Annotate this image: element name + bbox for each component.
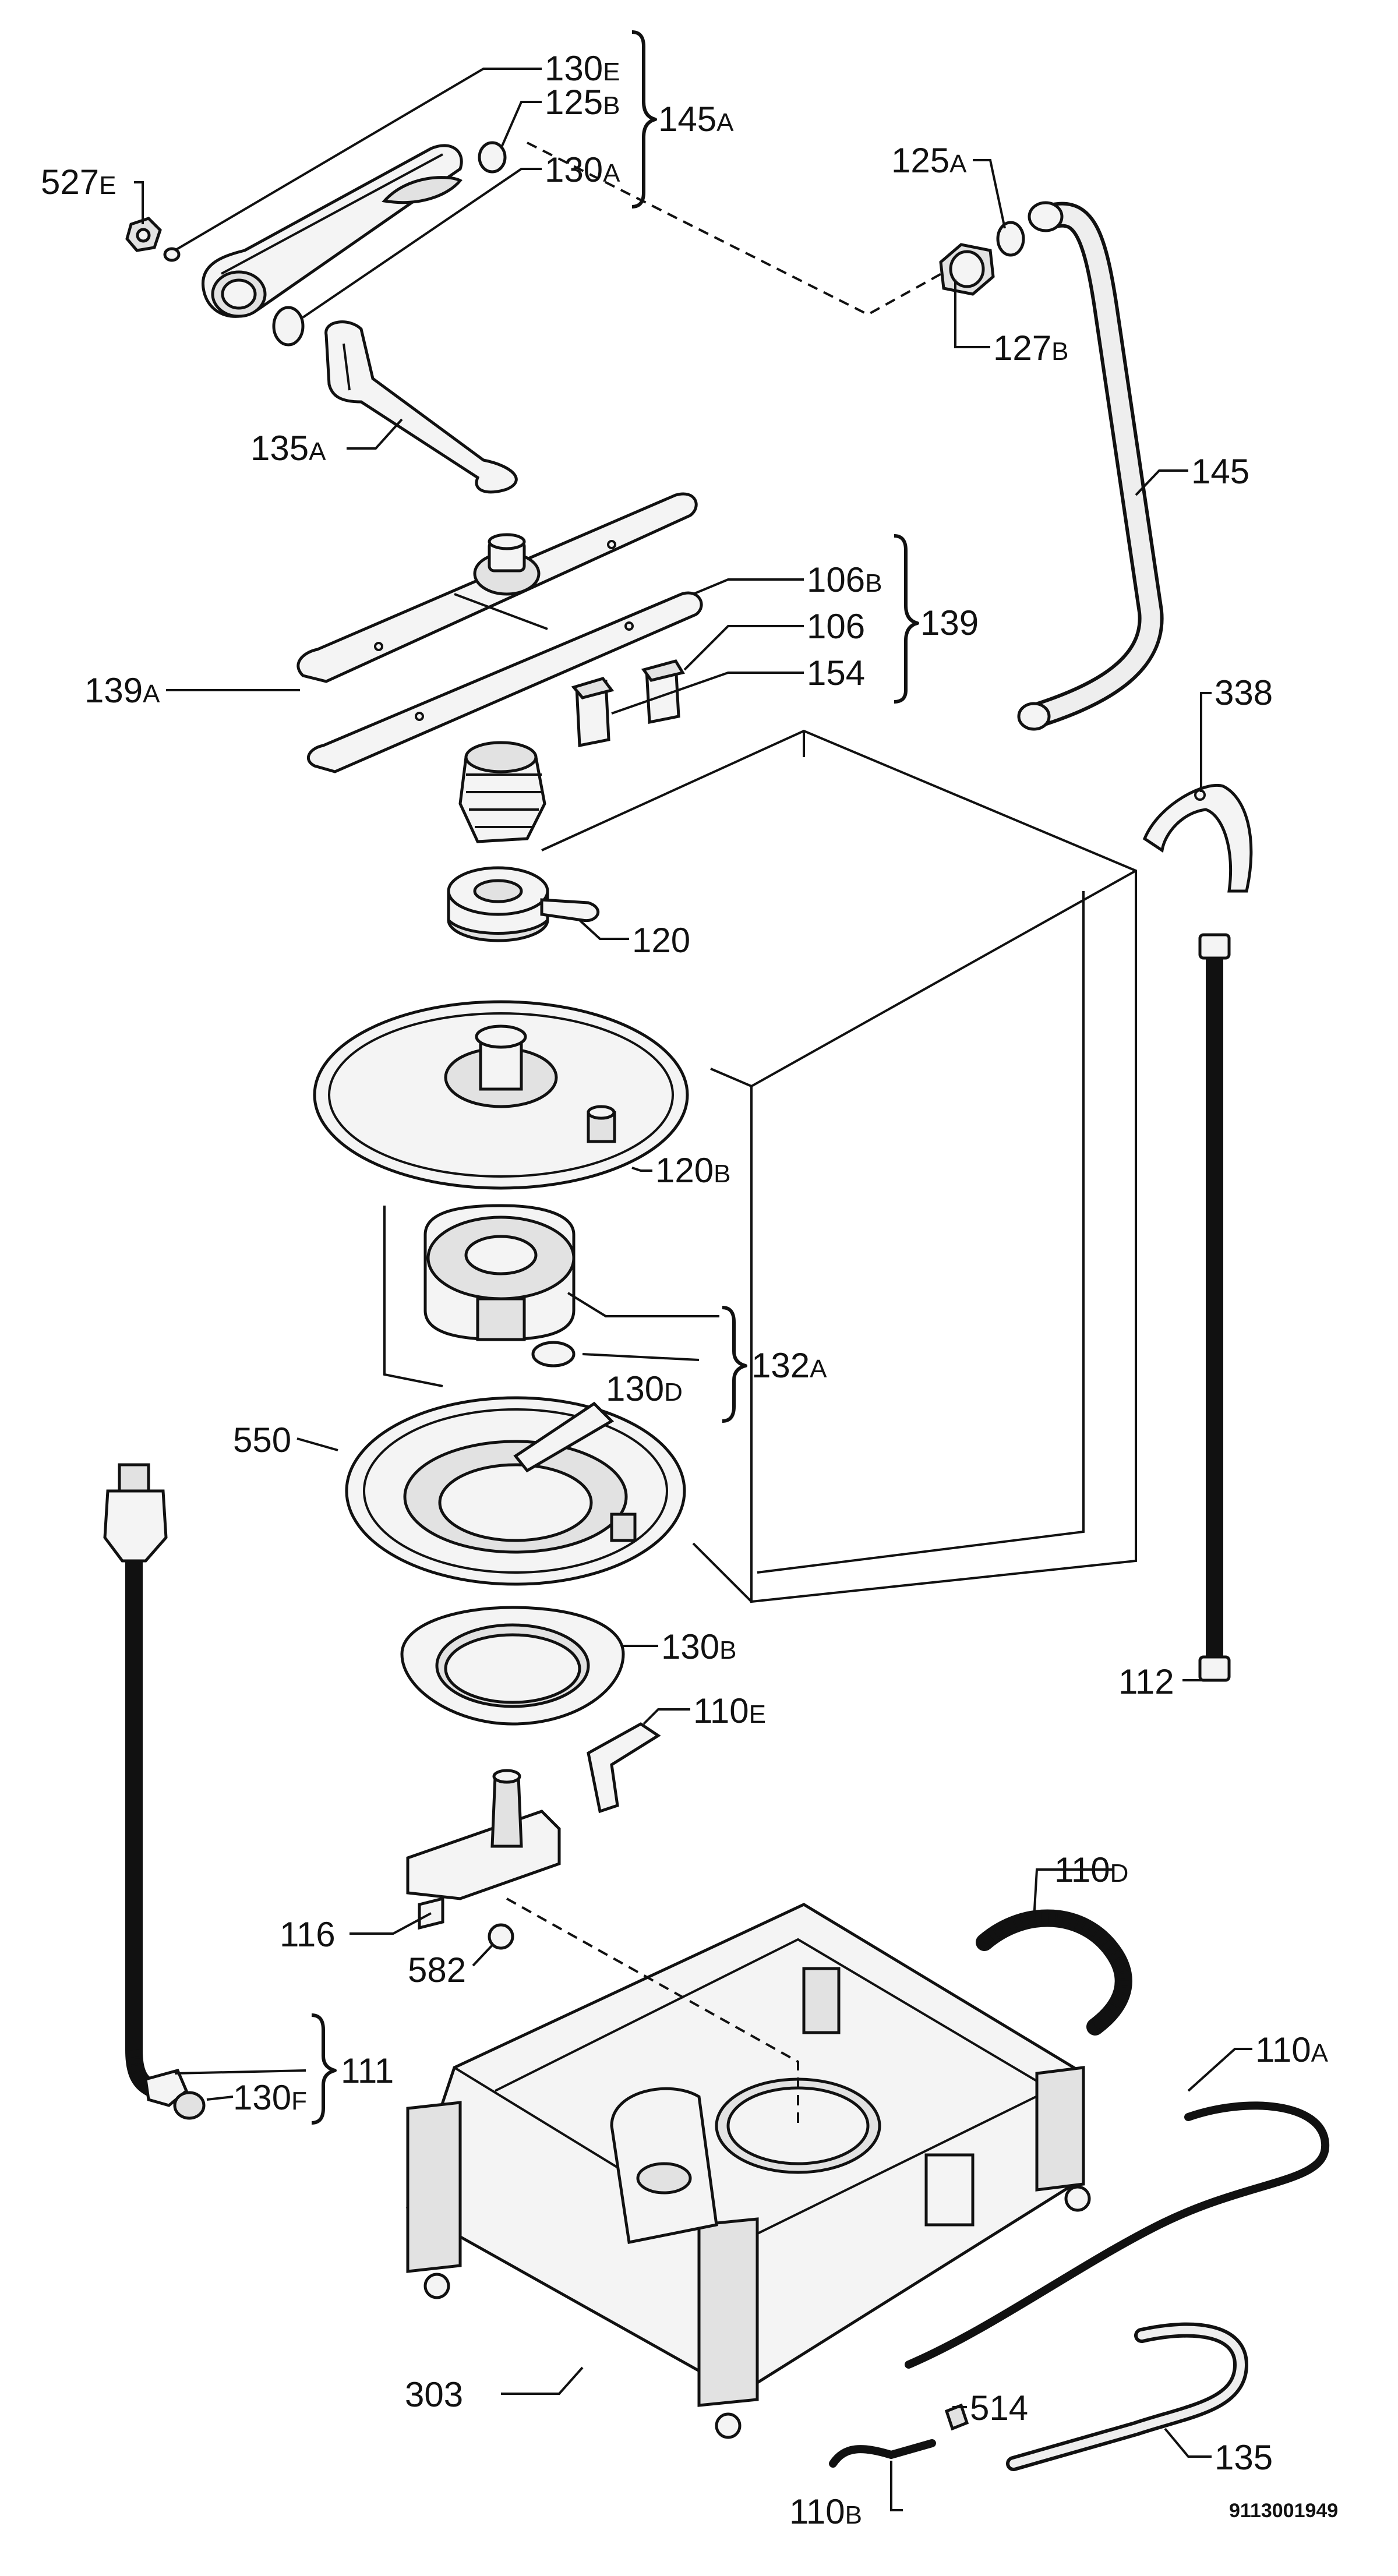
nut-527E (125, 217, 162, 252)
seal-125A (996, 221, 1025, 257)
sump-bowl (345, 1396, 686, 1586)
dashed-connector-lower (506, 1897, 799, 2126)
o-ring-130D (531, 1341, 576, 1367)
bracket-110E (587, 1722, 661, 1814)
lower-spray-arm (296, 492, 703, 773)
drain-hose-110D (976, 1909, 1132, 2036)
label-338: 338 (1215, 673, 1273, 712)
clip-106 (641, 659, 685, 725)
label-111: 111 (341, 2051, 394, 2090)
label-106B: 106B (807, 560, 882, 599)
label-110B: 110B (789, 2492, 862, 2531)
tube-110A (905, 2101, 1330, 2369)
label-116: 116 (280, 1915, 336, 1954)
o-ring-130A (272, 306, 305, 347)
label-145A: 145A (658, 100, 734, 139)
leader-lines (134, 68, 1252, 2511)
label-110E: 110E (693, 1691, 766, 1730)
nut-130F (173, 2091, 206, 2120)
label-120: 120 (632, 921, 690, 960)
label-110A: 110A (1255, 2030, 1329, 2069)
inlet-hose (1198, 933, 1231, 1682)
water-supply-pipe (103, 1463, 189, 2107)
label-550: 550 (233, 1420, 291, 1460)
label-125B: 125B (545, 83, 620, 122)
riser-pipe (1017, 201, 1164, 731)
label-130E: 130E (545, 49, 620, 88)
label-139A: 139A (84, 671, 160, 710)
label-130B: 130B (661, 1627, 736, 1666)
label-106: 106 (807, 607, 865, 646)
hose-135 (1006, 2322, 1249, 2471)
label-139: 139 (920, 603, 979, 642)
label-110D: 110D (1054, 1850, 1128, 1889)
label-145: 145 (1191, 452, 1249, 491)
micro-filter (423, 1204, 576, 1341)
sump-seal (400, 1606, 625, 1726)
spray-arm-hub (458, 741, 546, 843)
connector-127B (939, 243, 995, 296)
base-frame (405, 1903, 1091, 2439)
upper-spray-arm (202, 144, 463, 318)
label-130D: 130D (606, 1369, 683, 1408)
label-130A: 130A (545, 150, 620, 189)
drawing-code: 9113001949 (1229, 2500, 1338, 2522)
hose-clamp (1142, 784, 1253, 893)
valve-514 (944, 2403, 969, 2431)
locking-nut (447, 866, 600, 942)
label-120B: 120B (655, 1151, 730, 1190)
brace-111 (311, 2013, 337, 2125)
label-130F: 130F (233, 2078, 307, 2117)
label-527E: 527E (41, 162, 116, 202)
seal-125B (478, 141, 507, 174)
label-303: 303 (405, 2375, 463, 2414)
brace-145A (631, 30, 657, 209)
filter-plate (313, 1000, 689, 1190)
clip-106B (571, 677, 615, 748)
label-125A: 125A (891, 141, 967, 180)
label-135: 135 (1215, 2438, 1273, 2477)
pump-housing (406, 1769, 561, 1930)
label-112: 112 (1118, 1662, 1174, 1701)
ball-582 (488, 1923, 514, 1950)
brace-139 (894, 534, 919, 704)
spray-arm-support (324, 320, 518, 494)
brace-132A (722, 1306, 747, 1423)
tub-cabinet (383, 729, 1137, 1603)
label-135A: 135A (250, 429, 326, 468)
o-ring-130E (163, 247, 181, 262)
label-127B: 127B (993, 328, 1068, 368)
hose-110B (829, 2439, 936, 2468)
label-582: 582 (408, 1950, 466, 1990)
label-132A: 132A (751, 1346, 827, 1385)
label-154: 154 (807, 653, 865, 692)
label-514: 514 (970, 2388, 1028, 2427)
